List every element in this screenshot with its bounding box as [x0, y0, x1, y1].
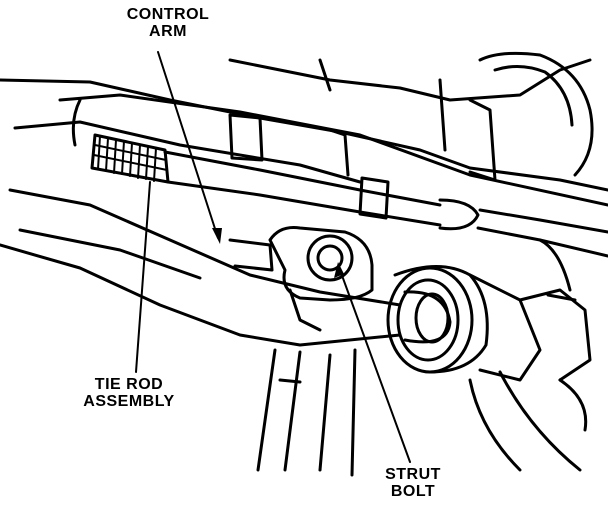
leader-strut-bolt-arrow	[334, 262, 344, 278]
upper-frame-line-2	[228, 58, 592, 102]
lower-leg-inner	[278, 378, 302, 384]
control-arm-label: CONTROL ARM	[120, 6, 216, 40]
leader-control-arm-arrow	[212, 228, 222, 244]
strut-bushing-inner	[414, 292, 450, 344]
strut-rod-bottom	[0, 243, 402, 347]
right-side-lines-2	[546, 293, 577, 302]
lower-leg-1	[256, 348, 277, 472]
control-arm-label-line1: CONTROL	[126, 6, 210, 23]
bracket-lower	[288, 288, 322, 332]
tie-rod-label: TIE ROD ASSEMBLY	[74, 376, 184, 410]
strut-bolt-inner	[316, 244, 344, 272]
tie-rod-label-line1: TIE ROD	[94, 376, 164, 393]
strut-rod-top	[8, 188, 402, 307]
lower-leg-2	[283, 350, 302, 472]
lower-leg-4	[350, 348, 357, 477]
leader-strut-bolt	[339, 269, 411, 463]
right-bracket	[468, 98, 497, 182]
control-arm-side	[71, 98, 82, 147]
lower-leg-3	[318, 353, 332, 472]
tie-rod-threads	[93, 135, 168, 182]
strut-rod-lower-outer	[18, 228, 202, 280]
control-arm-label-line2: ARM	[149, 23, 187, 40]
right-upper-housing-inner	[493, 65, 574, 127]
tie-rod-end-right	[478, 208, 608, 234]
control-arm-top	[58, 93, 608, 207]
strut-bolt-label-line1: STRUT	[385, 466, 441, 483]
strut-housing-right-2	[518, 288, 592, 382]
strut-housing-right	[468, 273, 542, 382]
tie-rod-shaft-bottom	[166, 180, 442, 227]
control-arm-lower-edge	[13, 120, 362, 184]
tie-rod-label-line2: ASSEMBLY	[83, 393, 175, 410]
strut-bolt-outer	[306, 234, 354, 282]
bracket-left-flange	[228, 238, 274, 272]
vertical-member-2	[438, 78, 447, 152]
control-arm-box	[228, 113, 264, 162]
strut-bolt-label-line2: BOLT	[390, 483, 436, 500]
control-arm-box-2	[328, 128, 350, 177]
tie-rod-shaft-top	[163, 150, 442, 207]
leader-control-arm	[157, 51, 219, 239]
strut-housing-lower-right	[558, 378, 588, 432]
vertical-member	[318, 58, 332, 92]
right-side-lines	[538, 238, 572, 292]
strut-bushing-mid	[396, 278, 460, 362]
lower-right-arc	[468, 378, 522, 472]
lower-right-arc-2	[498, 370, 582, 472]
right-upper-housing	[478, 51, 594, 177]
leader-tie-rod	[135, 181, 151, 373]
strut-housing-arc	[393, 265, 489, 374]
strut-bolt-label: STRUT BOLT	[378, 466, 448, 500]
tie-rod-end	[438, 198, 480, 231]
rod-clip	[358, 176, 390, 220]
